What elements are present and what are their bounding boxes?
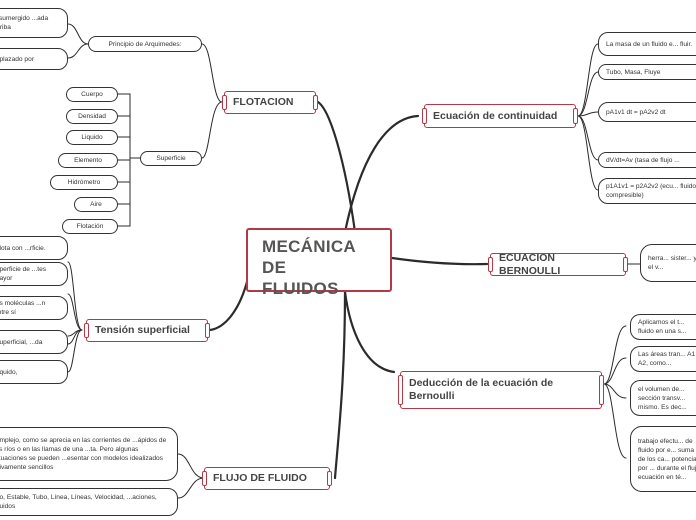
subtopic-principio-label: Principio de Arquimedes:: [108, 40, 182, 48]
central-topic-line2: FLUIDOS: [262, 279, 339, 298]
topic-flotacion-label: FLOTACION: [233, 96, 294, 108]
continuidad-leaf-1[interactable]: La masa de un fluido e... fluir.: [598, 32, 696, 56]
subtopic-principio-arquimedes[interactable]: Principio de Arquimedes:: [88, 36, 202, 52]
topic-continuidad-label: Ecuación de continuidad: [433, 109, 558, 122]
link-deduccion: [343, 290, 396, 374]
tension-leaf-1[interactable]: ...lota con ...rficie.: [0, 236, 68, 260]
topic-ecuacion-continuidad[interactable]: Ecuación de continuidad: [422, 104, 578, 128]
tension-leaf-2[interactable]: ...perficie de ...tes mayor: [0, 262, 68, 286]
principio-leaf-1[interactable]: ...e sumergido ...ada arriba: [0, 8, 68, 38]
superficie-item-liquido[interactable]: Liquido: [66, 130, 118, 145]
deduccion-leaf-4[interactable]: trabajo efectu... de fluido por e... sum…: [630, 426, 696, 492]
tension-leaf-4[interactable]: ...uperficial, ...da: [0, 330, 68, 354]
topic-bernoulli-label: ECUACION BERNOULLI: [499, 251, 561, 277]
subtopic-superficie[interactable]: Superficie: [140, 151, 202, 166]
topic-deduccion-line2: Bernoulli: [409, 390, 455, 402]
flujo-leaf-2[interactable]: ...o, Estable, Tubo, Línea, Líneas, Velo…: [0, 488, 178, 516]
central-topic[interactable]: MECÁNICA DE FLUIDOS: [246, 228, 392, 298]
superficie-item-hidrometro[interactable]: Hidrómetro: [50, 175, 118, 190]
link-flujo: [333, 290, 347, 480]
topic-tension-superficial[interactable]: Tensión superficial: [84, 319, 210, 342]
link-continuidad: [343, 114, 420, 234]
topic-tension-label: Tensión superficial: [95, 324, 190, 336]
topic-flujo-label: FLUJO DE FLUIDO: [213, 472, 307, 484]
continuidad-leaf-5[interactable]: p1A1v1 = p2A2v2 (ecu... fluido compresib…: [598, 178, 696, 204]
subtopic-superficie-label: Superficie: [156, 155, 186, 162]
superficie-item-flotacion[interactable]: Flotación: [62, 219, 118, 234]
tension-leaf-4b[interactable]: [0, 328, 68, 329]
deduccion-leaf-1[interactable]: Aplicamos el t... fluido en una s...: [630, 314, 696, 340]
topic-flujo-de-fluido[interactable]: FLUJO DE FLUIDO: [202, 467, 332, 490]
topic-ecuacion-bernoulli[interactable]: ECUACION BERNOULLI: [488, 251, 628, 277]
tension-leaf-3[interactable]: ...s moléculas ...n entre sí: [0, 296, 68, 320]
principio-leaf-2[interactable]: ...plazado por: [0, 48, 68, 70]
superficie-item-aire[interactable]: Aire: [74, 197, 118, 212]
flujo-leaf-1[interactable]: ...mplejo, como se aprecia en las corrie…: [0, 427, 178, 481]
superficie-item-elemento[interactable]: Elemento: [58, 153, 118, 168]
continuidad-leaf-3[interactable]: pA1v1 dt = pA2v2 dt: [598, 102, 696, 122]
central-topic-line1: MECÁNICA DE: [262, 237, 356, 277]
topic-deduccion-bernoulli[interactable]: Deducción de la ecuación de Bernoulli: [398, 371, 604, 409]
superficie-item-densidad[interactable]: Densidad: [66, 109, 118, 124]
continuidad-leaf-2[interactable]: Tubo, Masa, Fluye: [598, 64, 696, 80]
topic-deduccion-line1: Deducción de la ecuación de: [409, 377, 554, 389]
tension-leaf-5[interactable]: ...quido,: [0, 360, 68, 384]
topic-flotacion[interactable]: FLOTACION: [222, 91, 318, 114]
superficie-item-cuerpo[interactable]: Cuerpo: [66, 87, 118, 102]
deduccion-leaf-2[interactable]: Las áreas tran... A1 y A2, como...: [630, 346, 696, 372]
continuidad-leaf-4[interactable]: dV/dt=Av (tasa de flujo ...: [598, 152, 696, 168]
link-bernoulli: [390, 256, 489, 266]
bernoulli-leaf-1[interactable]: herra... sister... y el v...: [640, 244, 696, 282]
link-tension: [208, 276, 250, 332]
deduccion-leaf-3[interactable]: el volumen de... sección transv... mismo…: [630, 380, 696, 416]
